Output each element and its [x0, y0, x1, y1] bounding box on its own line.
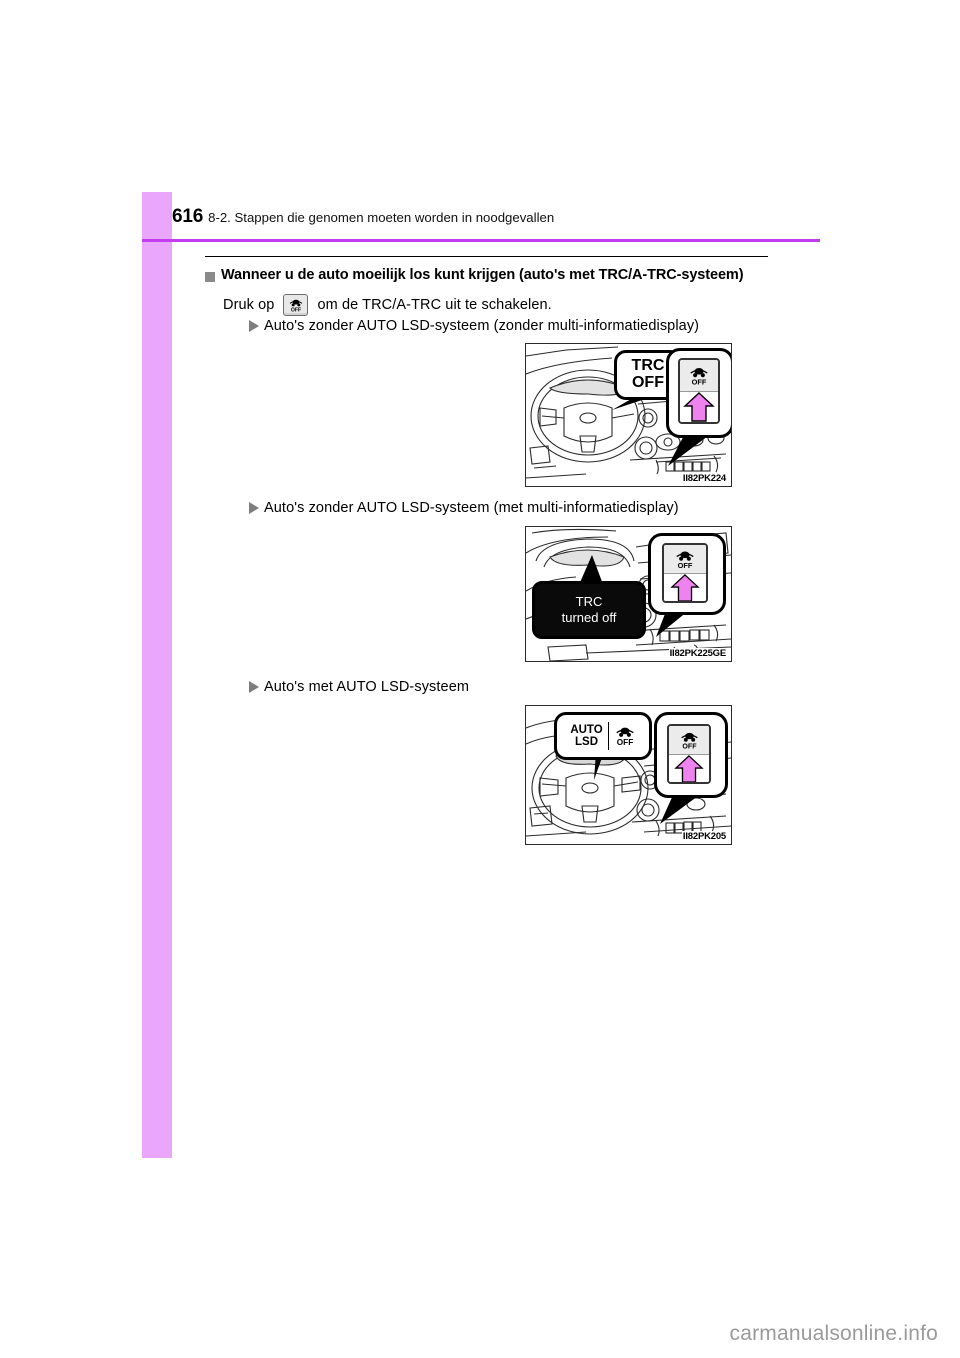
figure-trc-off-with-display: TRC turned off OFF II82PK225GE: [525, 526, 732, 662]
instruction-suffix: om de TRC/A-TRC uit te schakelen.: [317, 297, 552, 313]
switch-icon-area: OFF: [669, 726, 709, 755]
trc-off-switch-panel: OFF: [678, 358, 720, 424]
svg-text:OFF: OFF: [291, 307, 301, 313]
subsection-label-1-text: Auto's zonder AUTO LSD-systeem (zonder m…: [264, 318, 700, 334]
section-heading: Wanneer u de auto moeilijk los kunt krij…: [205, 267, 785, 283]
switch-press-area: [664, 574, 706, 601]
triangle-bullet-icon: [249, 681, 259, 693]
subsection-label-3: Auto's met AUTO LSD-systeem: [249, 679, 469, 695]
figure-trc-off-no-display: TRC OFF OFF II82PK224: [525, 343, 732, 487]
page-header: 616 8-2. Stappen die genomen moeten word…: [172, 206, 832, 236]
triangle-bullet-icon: [249, 502, 259, 514]
display-line1: TRC: [575, 593, 603, 609]
press-up-arrow-icon: [674, 755, 704, 782]
subsection-label-2: Auto's zonder AUTO LSD-systeem (met mult…: [249, 500, 679, 516]
trc-off-switch-panel: OFF: [667, 724, 711, 784]
trc-off-glyph: OFF: [284, 295, 307, 315]
svg-text:OFF: OFF: [692, 377, 707, 386]
page-side-tab: [142, 192, 172, 1158]
callout-auto-lsd-line1: AUTO: [570, 723, 603, 736]
display-callout-tail: [578, 555, 604, 587]
svg-text:OFF: OFF: [682, 742, 697, 750]
subsection-label-2-text: Auto's zonder AUTO LSD-systeem (met mult…: [264, 500, 679, 516]
subsection-label-1: Auto's zonder AUTO LSD-systeem (zonder m…: [249, 318, 699, 334]
section-divider: [205, 256, 768, 257]
trc-off-switch-icon: OFF: [283, 294, 309, 316]
svg-text:OFF: OFF: [616, 738, 633, 747]
switch-icon-area: OFF: [680, 360, 718, 392]
content-body: Wanneer u de auto moeilijk los kunt krij…: [205, 256, 785, 320]
switch-press-area: [669, 755, 709, 782]
figure-3-code: II82PK205: [681, 831, 727, 842]
page-number: 616: [172, 206, 204, 227]
trc-off-switch-icon: OFF: [616, 727, 634, 747]
header-accent-rule: [142, 239, 820, 242]
subsection-label-3-text: Auto's met AUTO LSD-systeem: [264, 679, 470, 695]
figure-1-code: II82PK224: [681, 473, 727, 484]
svg-text:OFF: OFF: [678, 560, 693, 569]
page-title: 8-2. Stappen die genomen moeten worden i…: [208, 210, 555, 225]
triangle-bullet-icon: [249, 320, 259, 332]
trc-off-switch-icon: OFF: [676, 551, 694, 569]
callout-trc-off-line1: TRC: [631, 357, 665, 375]
display-line2: turned off: [561, 610, 617, 625]
switch-icon-area: OFF: [664, 545, 706, 574]
multi-information-display: TRC turned off: [532, 581, 646, 639]
figure-3-dashboard-illustration: [526, 717, 731, 837]
square-bullet-icon: [205, 272, 215, 282]
figure-2-code: II82PK225GE: [668, 648, 727, 659]
site-watermark: carmanualsonline.info: [729, 1322, 938, 1345]
trc-off-switch-icon: OFF: [680, 732, 698, 750]
section-heading-text: Wanneer u de auto moeilijk los kunt krij…: [221, 267, 744, 283]
callout-trc-off-line2: OFF: [631, 374, 664, 391]
trc-off-switch-icon: OFF: [690, 367, 708, 386]
callout-auto-lsd-line2: LSD: [575, 736, 598, 748]
instruction-line: Druk op OFF om de TRC/A-TRC uit te schak…: [223, 294, 785, 316]
trc-off-switch-panel: OFF: [662, 543, 708, 603]
instruction-prefix: Druk op: [223, 297, 275, 313]
press-up-arrow-icon: [670, 574, 700, 601]
switch-press-area: [680, 392, 718, 422]
press-up-arrow-icon: [683, 392, 715, 422]
callout-auto-lsd: AUTO LSD OFF: [554, 712, 652, 760]
figure-auto-lsd: AUTO LSD OFF OFF: [525, 705, 732, 845]
